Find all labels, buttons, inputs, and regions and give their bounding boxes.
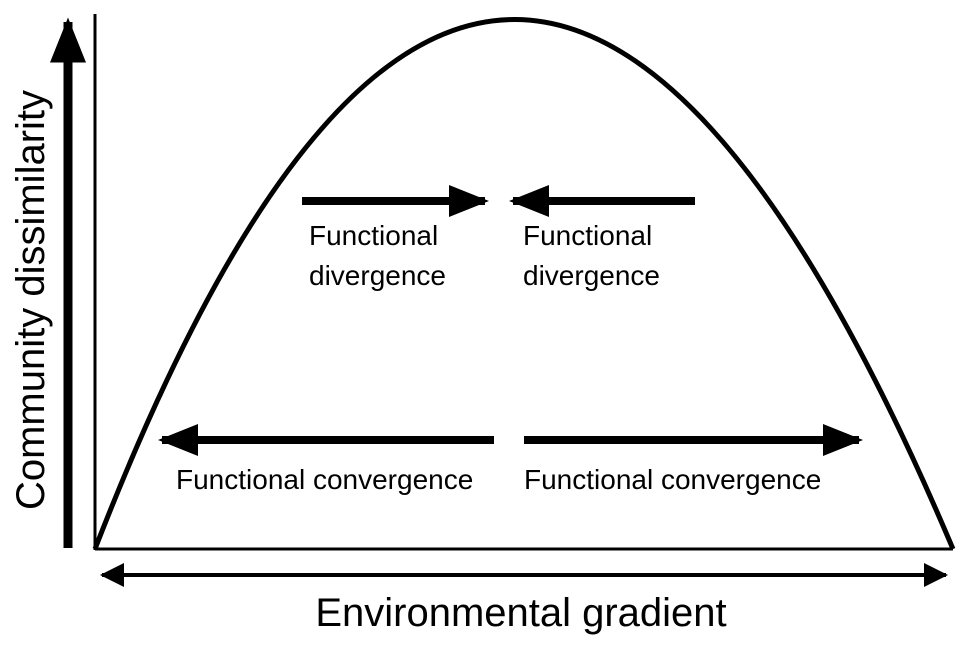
y-axis-title: Community dissimilarity	[9, 90, 53, 510]
x-axis-title: Environmental gradient	[315, 591, 726, 635]
divergence-right-label: Functional divergence	[523, 220, 660, 291]
divergence-left-line1: Functional	[309, 220, 438, 251]
convergence-left-label: Functional convergence	[176, 464, 473, 495]
divergence-left-line2: divergence	[309, 260, 446, 291]
dissimilarity-curve	[92, 17, 956, 550]
convergence-right-label: Functional convergence	[524, 464, 821, 495]
divergence-right-line1: Functional	[523, 220, 652, 251]
divergence-left-label: Functional divergence	[309, 220, 446, 291]
divergence-right-line2: divergence	[523, 260, 660, 291]
